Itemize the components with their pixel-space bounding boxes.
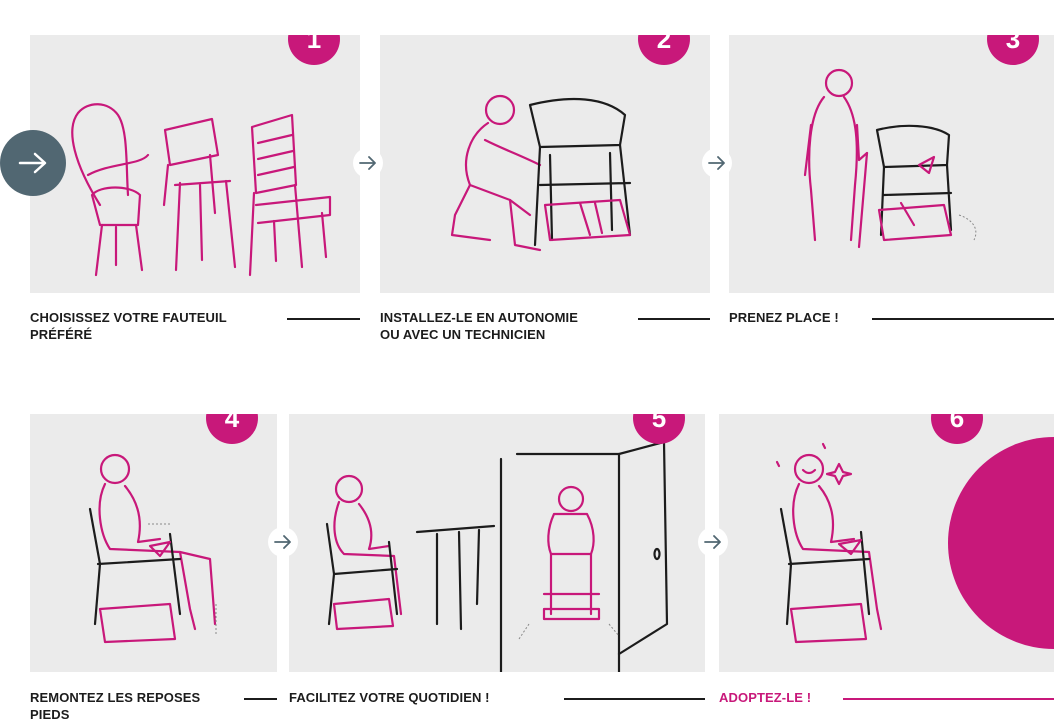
step-connector-arrow [268, 527, 298, 557]
standing-person-cane-illustration [803, 68, 977, 249]
next-slide-button[interactable] [0, 130, 66, 196]
step-4-caption: REMONTEZ LES REPOSES PIEDS [30, 690, 201, 722]
step-3-panel: 3 [729, 35, 1054, 293]
caption-rule [843, 698, 1054, 700]
step-connector-arrow [353, 148, 383, 178]
kneeling-installer-illustration [450, 94, 632, 252]
daily-life-table-door-illustration [325, 440, 669, 672]
step-2-caption: INSTALLEZ-LE EN AUTONOMIE OU AVEC UN TEC… [380, 310, 578, 342]
step-4-panel: 4 [30, 414, 277, 672]
step-5-caption: FACILITEZ VOTRE QUOTIDIEN ! [289, 690, 490, 705]
step-6-panel: 6 [719, 414, 1054, 672]
footrest-raised-illustration [88, 453, 217, 644]
happy-seated-person-illustration [775, 437, 1054, 649]
caption-rule [287, 318, 360, 320]
arrow-right-icon [704, 535, 721, 549]
step-connector-arrow [698, 527, 728, 557]
caption-rule [872, 318, 1054, 320]
step-6-caption: ADOPTEZ-LE ! [719, 690, 812, 705]
arrow-right-icon [359, 156, 376, 170]
step-1-panel: 1 [30, 35, 360, 293]
step-connector-arrow [702, 148, 732, 178]
arrow-right-icon [18, 152, 47, 174]
armchairs-illustration [71, 103, 332, 277]
caption-rule [244, 698, 277, 700]
step-1-caption: CHOISISSEZ VOTRE FAUTEUIL PRÉFÉRÉ [30, 310, 227, 342]
arrow-right-icon [274, 535, 291, 549]
arrow-right-icon [708, 156, 725, 170]
step-2-panel: 2 [380, 35, 710, 293]
caption-rule [638, 318, 710, 320]
step-5-panel: 5 [289, 414, 705, 672]
caption-rule [564, 698, 705, 700]
step-3-caption: PRENEZ PLACE ! [729, 310, 839, 325]
